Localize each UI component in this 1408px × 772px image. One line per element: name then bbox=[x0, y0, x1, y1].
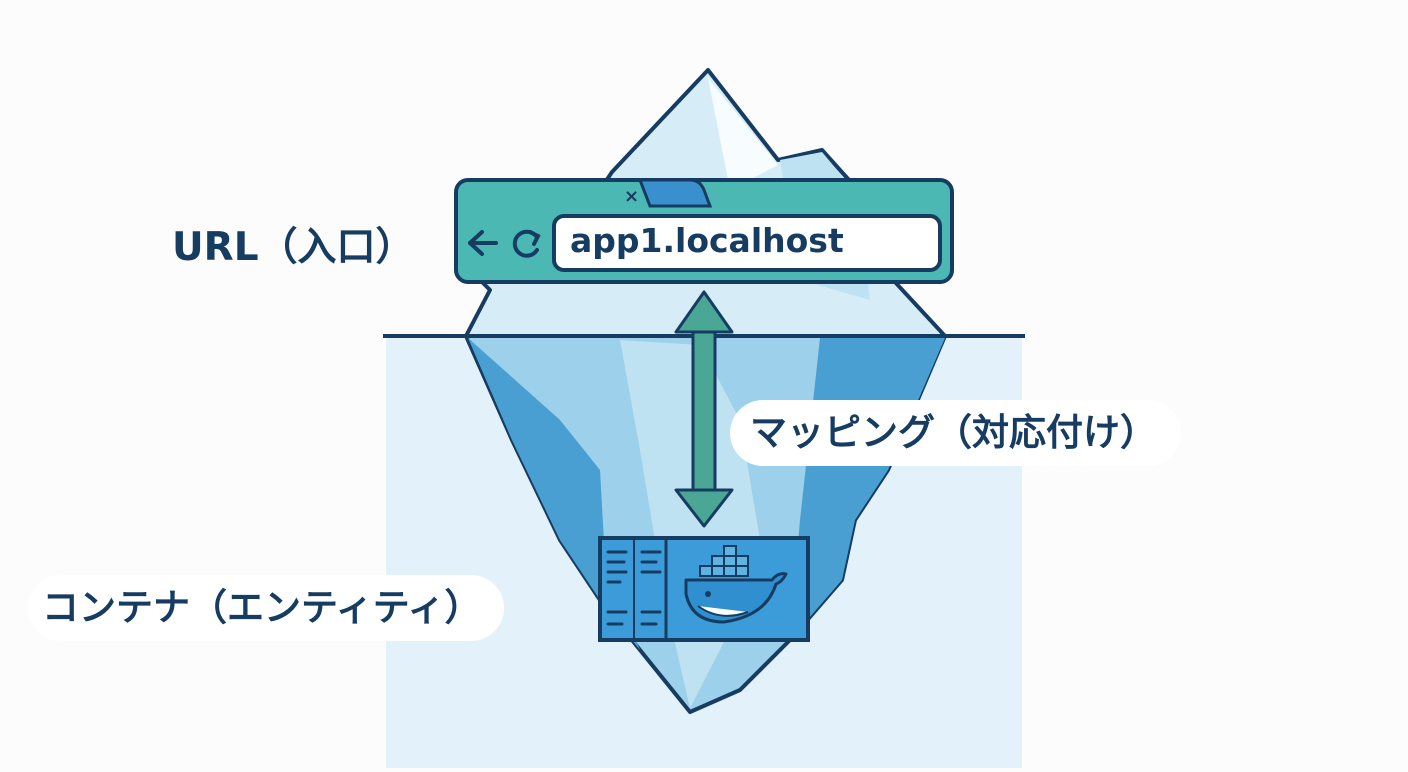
container-sidebar-lines bbox=[606, 550, 662, 626]
container-box bbox=[598, 536, 810, 642]
browser-tab[interactable] bbox=[637, 178, 713, 208]
iceberg-tip-highlight bbox=[708, 78, 778, 190]
address-bar[interactable] bbox=[552, 214, 942, 272]
close-icon[interactable]: × bbox=[624, 186, 639, 207]
browser-window: × bbox=[454, 178, 954, 284]
reload-icon[interactable] bbox=[512, 229, 541, 258]
iceberg-underwater-deep-left bbox=[468, 338, 640, 650]
mapping-arrow bbox=[674, 290, 734, 528]
arrow-left-icon[interactable] bbox=[468, 230, 498, 256]
url-label: URL（入口） bbox=[172, 225, 415, 270]
docker-whale-icon bbox=[684, 545, 788, 624]
mapping-label: マッピング（対応付け） bbox=[730, 400, 1181, 466]
address-text[interactable]: app1.localhost bbox=[570, 221, 844, 260]
container-label: コンテナ（エンティティ） bbox=[28, 575, 504, 641]
